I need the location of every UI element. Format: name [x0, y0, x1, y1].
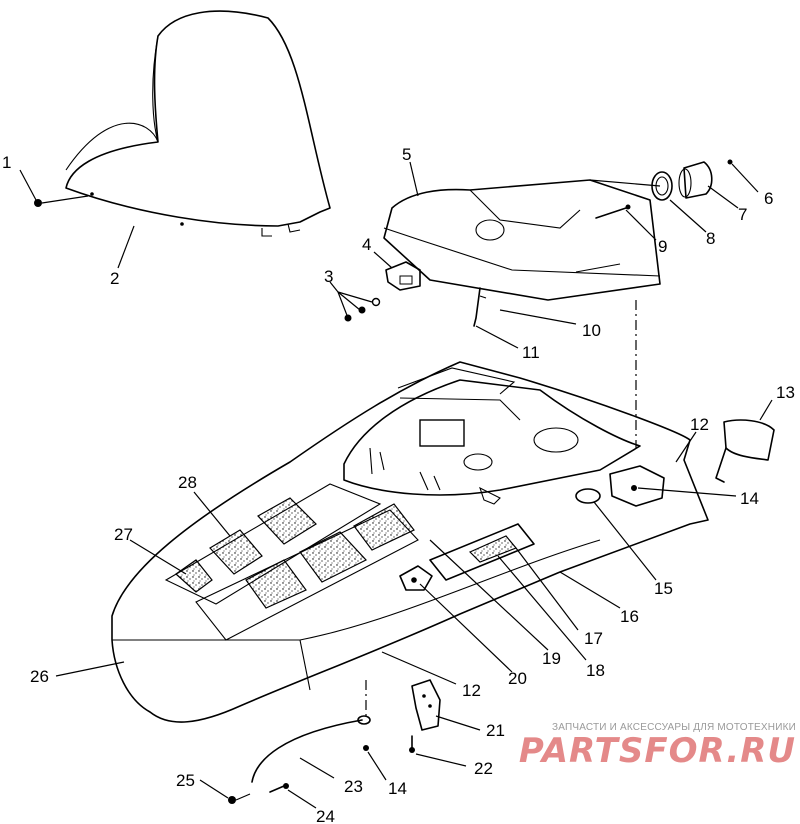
callout-11: 11 [522, 343, 540, 362]
callout-25: 25 [176, 771, 195, 790]
hood-latch [409, 679, 441, 753]
callout-1: 1 [2, 153, 11, 172]
mirror [715, 419, 775, 483]
callout-3: 3 [324, 267, 333, 286]
choke-knob [399, 565, 433, 591]
wire-harness-clip [473, 287, 487, 327]
mounting-screw [595, 204, 631, 219]
windshield-screw [34, 195, 89, 207]
callout-18: 18 [586, 661, 605, 680]
callout-13: 13 [776, 383, 795, 402]
callout-20: 20 [508, 669, 527, 688]
hood [111, 361, 709, 723]
callout-5: 5 [402, 145, 411, 164]
callout-14a: 14 [740, 489, 759, 508]
leader-lines [19, 161, 773, 809]
callout-15: 15 [654, 579, 673, 598]
callout-7: 7 [738, 205, 747, 224]
callout-4: 4 [362, 235, 371, 254]
callout-2: 2 [110, 269, 119, 288]
instrument-housing [383, 179, 661, 301]
callout-17: 17 [584, 629, 603, 648]
windshield [65, 10, 331, 237]
callout-21: 21 [486, 721, 505, 740]
callout-labels: 1 2 3 4 5 6 7 8 9 10 11 12 12 13 14 14 1… [2, 145, 795, 824]
callout-23: 23 [344, 777, 363, 796]
hood-cable [228, 715, 371, 804]
gauge-assembly [589, 159, 733, 201]
mounting-bracket [385, 261, 421, 291]
callout-10: 10 [582, 321, 601, 340]
callout-27: 27 [114, 525, 133, 544]
dash-panel [343, 367, 641, 505]
callout-9: 9 [658, 237, 667, 256]
callout-16: 16 [620, 607, 639, 626]
callout-6: 6 [764, 189, 773, 208]
callout-26: 26 [30, 667, 49, 686]
callout-12a: 12 [690, 415, 709, 434]
callout-12b: 12 [462, 681, 481, 700]
callout-22: 22 [474, 759, 493, 778]
hood-vents [164, 483, 419, 641]
callout-28: 28 [178, 473, 197, 492]
mirror-mount-pad [609, 465, 665, 507]
grommet [575, 488, 601, 504]
fastener-set [337, 291, 381, 322]
callout-8: 8 [706, 229, 715, 248]
callout-19: 19 [542, 649, 561, 668]
callout-14b: 14 [388, 779, 407, 798]
callout-24: 24 [316, 807, 335, 824]
